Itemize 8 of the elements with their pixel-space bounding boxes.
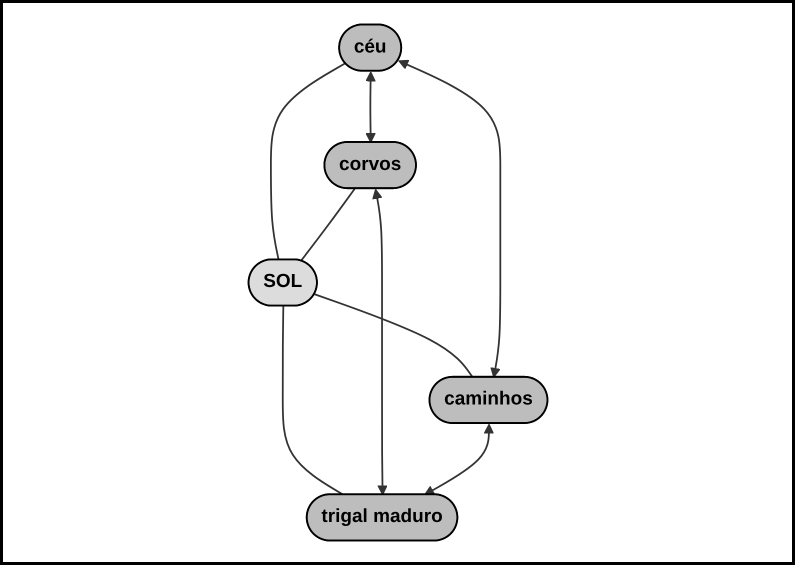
connector — [281, 306, 344, 496]
arrow — [364, 71, 376, 143]
arrow — [424, 424, 494, 496]
connector — [300, 188, 355, 262]
arrow — [398, 60, 501, 378]
connector — [314, 293, 473, 378]
arrow — [372, 188, 388, 496]
connector — [270, 62, 346, 260]
